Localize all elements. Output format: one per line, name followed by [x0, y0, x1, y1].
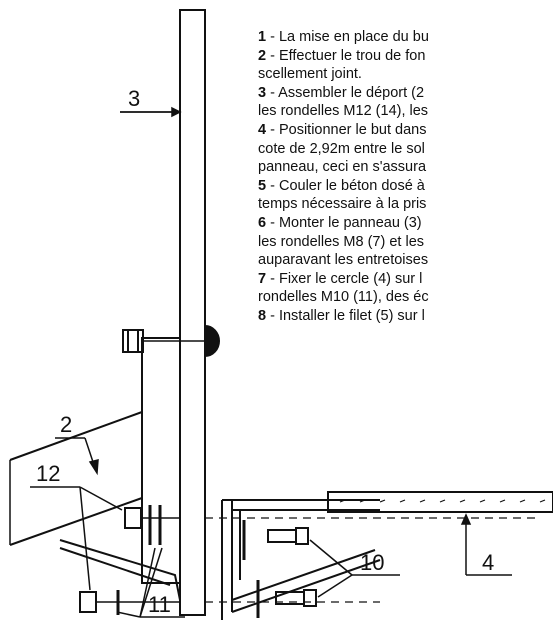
- m12-bolt-upper: [124, 507, 180, 529]
- leader-10-a: [309, 539, 353, 576]
- step-2: 2 - Effectuer le trou de fon scellement j…: [258, 47, 553, 84]
- step-5: 5 - Couler le béton dosé à temps nécessai…: [258, 177, 553, 214]
- step-text: les rondelles M12 (14), les: [258, 103, 429, 120]
- arm-upper-edge: [9, 411, 143, 461]
- step-text: temps nécessaire à la pris: [258, 196, 427, 213]
- callout-10: 10: [360, 550, 384, 575]
- callout-12: 12: [36, 461, 60, 486]
- leader-11-a: [116, 611, 141, 618]
- step-6: 6 - Monter le panneau (3) les rondelles M…: [258, 214, 553, 270]
- step-text: cote de 2,92m entre le sol: [258, 140, 425, 157]
- step-text: - La mise en place du bu: [270, 29, 429, 45]
- leader-12-a: [79, 486, 123, 511]
- step-number: 3: [258, 84, 267, 101]
- step-text: - Assembler le déport (2: [270, 84, 425, 101]
- leader-10-b: [317, 574, 353, 598]
- m10-bolt-upper: [267, 527, 309, 545]
- step-number: 6: [258, 214, 267, 231]
- step-number: 1: [258, 29, 267, 45]
- step-text: - Monter le panneau (3): [270, 214, 422, 231]
- m12-bolt-lower: [79, 591, 180, 613]
- step-text: - Fixer le cercle (4) sur l: [270, 270, 423, 287]
- step-text: les rondelles M8 (7) et les: [258, 233, 425, 250]
- leader-11-c: [139, 547, 163, 618]
- leader-3-arrow: [171, 106, 182, 118]
- step-number: 5: [258, 177, 267, 194]
- callout-11: 11: [148, 592, 171, 617]
- step-text: - Effectuer le trou de fon: [270, 47, 426, 64]
- step-text: rondelles M10 (11), des éc: [258, 289, 429, 306]
- step-text: panneau, ceci en s'assura: [258, 159, 427, 176]
- arm-lower-edge: [9, 497, 143, 546]
- callout-2: 2: [60, 412, 72, 437]
- leader-11-b: [139, 547, 156, 618]
- step-7: 7 - Fixer le cercle (4) sur l rondelles M…: [258, 270, 553, 307]
- instructions-list: 1 - La mise en place du bu 2 - Effectuer…: [258, 28, 553, 326]
- leader-4-arrow: [460, 513, 472, 525]
- hoop-bracket: [221, 499, 381, 620]
- leader-12-b: [79, 486, 91, 591]
- hoop: [327, 491, 553, 513]
- step-1: 1 - La mise en place du bu: [258, 28, 553, 47]
- step-text: - Installer le filet (5) sur l: [270, 307, 425, 324]
- step-text: - Positionner le but dans: [270, 121, 427, 138]
- step-4: 4 - Positionner le but dans cote de 2,92m…: [258, 121, 553, 177]
- bracket-plate: [141, 337, 181, 584]
- step-text: scellement joint.: [258, 66, 362, 83]
- step-number: 8: [258, 307, 267, 324]
- step-number: 7: [258, 270, 267, 287]
- step-3: 3 - Assembler le déport (2 les rondelles …: [258, 84, 553, 121]
- step-number: 4: [258, 121, 267, 138]
- lower-brace: [59, 539, 181, 601]
- callout-3: 3: [128, 86, 140, 111]
- backboard-panel: [179, 9, 206, 616]
- m10-bolt-lower: [275, 589, 317, 607]
- top-bolt: [122, 324, 220, 358]
- step-text: auparavant les entretoises: [258, 252, 429, 269]
- step-number: 2: [258, 47, 267, 64]
- step-8: 8 - Installer le filet (5) sur l: [258, 307, 553, 326]
- callout-4: 4: [482, 550, 494, 575]
- leader-2-arrow: [88, 459, 99, 476]
- step-text: - Couler le béton dosé à: [270, 177, 425, 194]
